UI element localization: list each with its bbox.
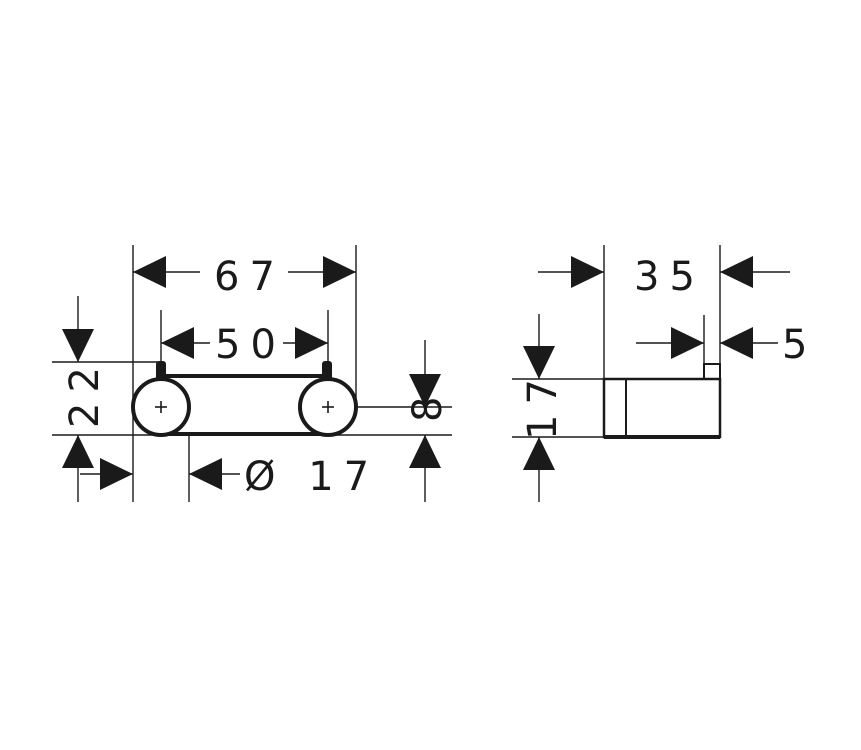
- dimension-hole-offset: 8: [405, 340, 451, 502]
- front-view: 67 50 22 Ø 17: [52, 245, 452, 502]
- dim-label-overall-width: 67: [214, 254, 285, 300]
- dimension-depth: 35: [538, 254, 790, 300]
- dimension-diameter: Ø 17: [80, 454, 379, 500]
- dimension-height: 22: [62, 296, 108, 502]
- dim-label-hole-spacing: 50: [215, 322, 286, 368]
- side-view: 35 5 17: [512, 245, 817, 502]
- dim-label-side-height: 17: [520, 369, 566, 440]
- side-extension-lines: [512, 245, 721, 438]
- dimension-lip: 5: [636, 322, 817, 368]
- dim-label-depth: 35: [634, 254, 705, 300]
- dimension-overall-width: 67: [133, 254, 356, 300]
- side-part-outline: [602, 363, 722, 439]
- dim-label-diameter: Ø 17: [244, 454, 379, 500]
- dimension-hole-spacing: 50: [161, 322, 328, 368]
- front-part-outline: [131, 361, 358, 437]
- dim-label-hole-offset: 8: [405, 387, 451, 422]
- dim-label-height: 22: [62, 357, 108, 428]
- dimension-side-height: 17: [520, 314, 566, 502]
- dim-label-lip: 5: [782, 322, 817, 368]
